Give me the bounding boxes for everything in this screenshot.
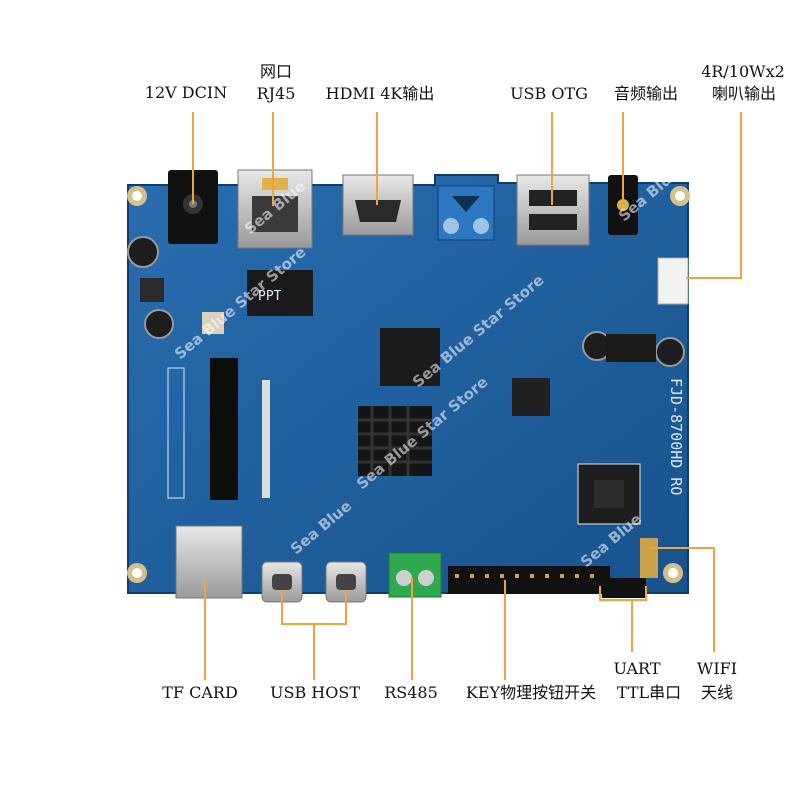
heatsink	[358, 406, 432, 476]
key-header	[448, 566, 610, 594]
components	[127, 169, 689, 603]
audio-codec-chip	[512, 378, 550, 416]
lan-transformer	[247, 270, 313, 316]
leader-wifi	[649, 547, 715, 652]
label-uart-cn: TTL串口	[616, 683, 682, 702]
amp-chip	[606, 334, 656, 362]
leader-uart	[599, 586, 647, 601]
label-key: KEY物理按钮开关	[465, 683, 597, 702]
antenna-connector	[640, 538, 658, 578]
pin-header	[167, 367, 185, 499]
label-usb-host: USB HOST	[270, 683, 360, 702]
label-audio: 音频输出	[613, 84, 679, 103]
ppt-mark: PPT	[258, 289, 282, 304]
label-tf-card: TF CARD	[162, 683, 238, 702]
speaker-connector	[657, 257, 689, 305]
label-usb-otg: USB OTG	[510, 84, 588, 103]
label-dcin: 12V DCIN	[144, 83, 228, 102]
fpc-connector	[262, 380, 270, 498]
inductor	[140, 278, 164, 302]
label-rj45-cn: 网口	[259, 62, 293, 81]
wifi-module	[577, 463, 641, 525]
pin-header	[210, 358, 238, 500]
capacitor	[144, 309, 174, 339]
label-wifi: WIFI	[696, 659, 738, 678]
leader-lines	[192, 112, 742, 680]
label-wifi-cn: 天线	[700, 683, 734, 702]
reset-button	[202, 312, 224, 334]
label-speaker: 喇叭输出	[711, 84, 777, 103]
capacitor	[655, 337, 685, 367]
uart-header	[602, 578, 646, 598]
model-silkscreen: FJD-8700HD RO	[667, 378, 685, 495]
tf-card-slot	[175, 525, 243, 599]
label-speaker-spec: 4R/10Wx2	[701, 62, 785, 81]
label-hdmi: HDMI 4K输出	[325, 84, 435, 103]
label-rj45: RJ45	[256, 84, 296, 103]
label-rs485: RS485	[384, 683, 438, 702]
leader-speaker	[686, 112, 742, 279]
label-uart: UART	[613, 659, 661, 678]
memory-chip	[380, 328, 440, 386]
capacitor	[127, 236, 159, 268]
